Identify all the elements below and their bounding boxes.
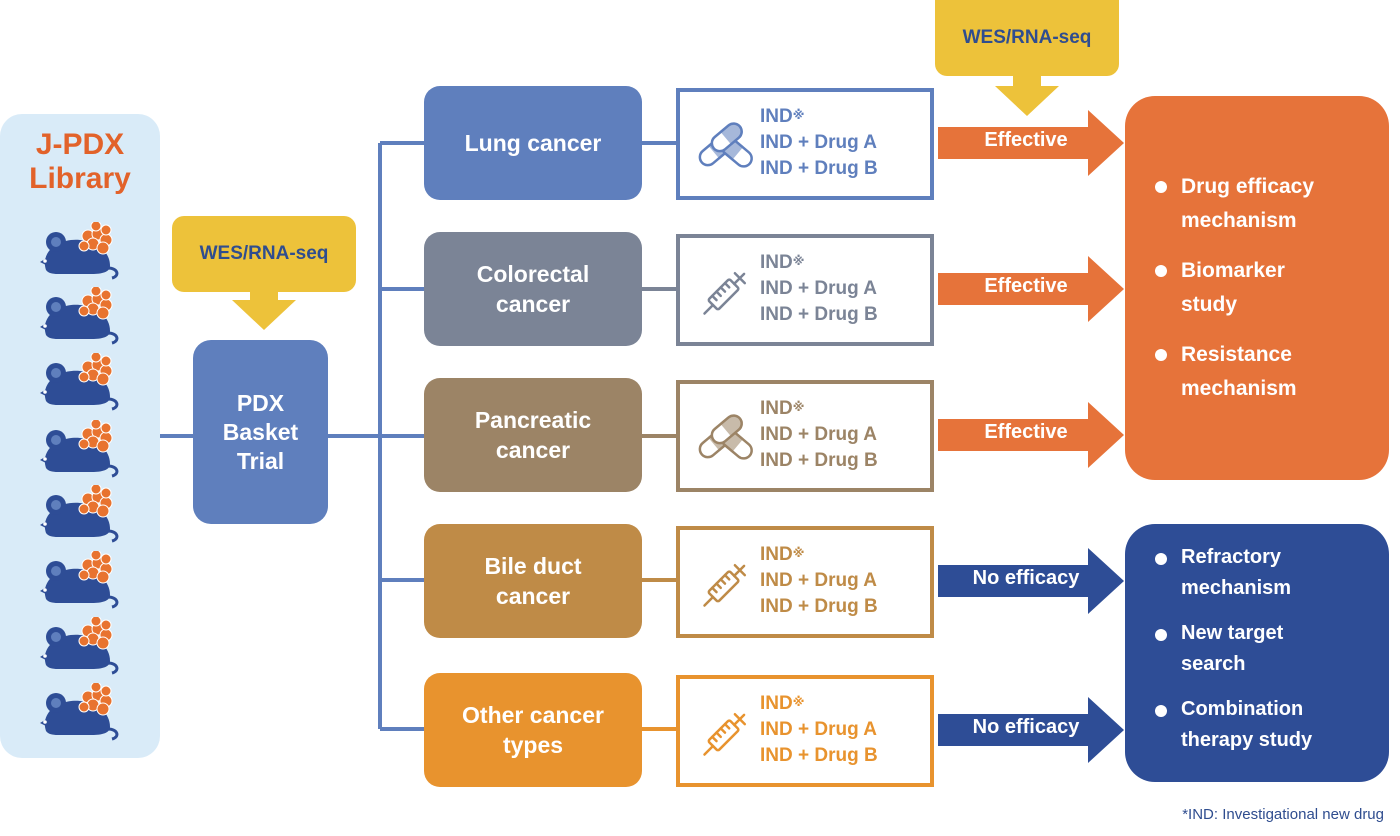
capsules-icon — [694, 118, 756, 176]
treatment-list: IND※ IND + Drug A IND + Drug B — [760, 691, 878, 769]
treatment-ind: IND※ — [760, 252, 805, 273]
cancer-box: Pancreatic cancer — [424, 378, 642, 492]
result-label: Effective — [984, 275, 1068, 297]
pdx-mouse-icon — [36, 351, 120, 411]
asterisk-mark: ※ — [792, 108, 805, 122]
treatment-ind: IND※ — [760, 398, 805, 419]
pdx-mouse-icon — [36, 285, 120, 345]
treatment-drug-a: IND + Drug A — [760, 132, 877, 153]
result-label: No efficacy — [972, 716, 1080, 738]
pdx-mouse-icon — [36, 220, 120, 280]
syringe-icon — [694, 556, 756, 614]
pdx-mouse-icon — [36, 418, 120, 478]
cancer-label-line2: cancer — [495, 291, 571, 317]
result-arrow: No efficacy — [938, 548, 1124, 614]
footnote: *IND: Investigational new drug — [1182, 806, 1384, 823]
cancer-label-line1: Lung cancer — [464, 130, 602, 156]
asterisk-mark: ※ — [792, 695, 805, 709]
treatment-drug-a: IND + Drug A — [760, 278, 877, 299]
treatment-drug-b: IND + Drug B — [760, 745, 878, 766]
treatment-drug-b: IND + Drug B — [760, 158, 878, 179]
result-label: Effective — [984, 421, 1068, 443]
pdx-mouse-icon — [36, 615, 120, 675]
treatment-list: IND※ IND + Drug A IND + Drug B — [760, 542, 878, 620]
bullet-icon — [1155, 181, 1167, 193]
result-arrow: Effective — [938, 402, 1124, 468]
cancer-label-line2: cancer — [495, 437, 571, 463]
bullet-icon — [1155, 705, 1167, 717]
bullet-icon — [1155, 265, 1167, 277]
asterisk-mark: ※ — [792, 546, 805, 560]
result-arrow: Effective — [938, 256, 1124, 322]
syringe-icon — [694, 264, 756, 322]
treatment-drug-b: IND + Drug B — [760, 596, 878, 617]
wes-arrow-stem — [250, 292, 278, 300]
capsules-icon — [694, 410, 756, 468]
treatment-drug-b: IND + Drug B — [760, 304, 878, 325]
arrow-right-icon — [938, 548, 1124, 614]
pdx-mouse-icon — [36, 681, 120, 741]
result-arrow: Effective — [938, 110, 1124, 176]
result-label: No efficacy — [972, 567, 1080, 589]
bullet-icon — [1155, 553, 1167, 565]
pdx-mouse-icon — [36, 549, 120, 609]
cancer-label-line2: cancer — [495, 583, 571, 609]
cancer-label-line1: Bile duct — [484, 553, 582, 579]
cancer-box: Bile duct cancer — [424, 524, 642, 638]
wes-rnaseq-label-top: WES/RNA-seq — [935, 0, 1119, 76]
treatment-list: IND※ IND + Drug A IND + Drug B — [760, 104, 878, 182]
arrow-right-icon — [938, 110, 1124, 176]
treatment-box: IND※ IND + Drug A IND + Drug B — [676, 675, 934, 787]
treatment-ind: IND※ — [760, 106, 805, 127]
treatment-box: IND※ IND + Drug A IND + Drug B — [676, 234, 934, 346]
bullet-icon — [1155, 629, 1167, 641]
cancer-label-line1: Other cancer — [462, 702, 604, 728]
result-arrow: No efficacy — [938, 697, 1124, 763]
syringe-icon — [694, 705, 756, 763]
wes-arrow-down-icon — [232, 300, 296, 330]
treatment-list: IND※ IND + Drug A IND + Drug B — [760, 250, 878, 328]
pdx-basket-trial-box: PDX Basket Trial — [193, 340, 328, 524]
cancer-box: Colorectal cancer — [424, 232, 642, 346]
treatment-box: IND※ IND + Drug A IND + Drug B — [676, 88, 934, 200]
cancer-box: Other cancer types — [424, 673, 642, 787]
bullet-icon — [1155, 349, 1167, 361]
arrow-right-icon — [938, 256, 1124, 322]
treatment-ind: IND※ — [760, 693, 805, 714]
wes-arrow-down-top-icon — [995, 86, 1059, 116]
arrow-right-icon — [938, 697, 1124, 763]
asterisk-mark: ※ — [792, 400, 805, 414]
treatment-box: IND※ IND + Drug A IND + Drug B — [676, 380, 934, 492]
treatment-box: IND※ IND + Drug A IND + Drug B — [676, 526, 934, 638]
treatment-drug-b: IND + Drug B — [760, 450, 878, 471]
arrow-right-icon — [938, 402, 1124, 468]
cancer-label-line1: Pancreatic — [474, 407, 592, 433]
cancer-label-line1: Colorectal — [476, 261, 590, 287]
wes-arrow-stem-top — [1013, 76, 1041, 86]
treatment-drug-a: IND + Drug A — [760, 424, 877, 445]
cancer-box: Lung cancer — [424, 86, 642, 200]
asterisk-mark: ※ — [792, 254, 805, 268]
cancer-label-line2: types — [502, 732, 564, 758]
wes-rnaseq-label: WES/RNA-seq — [172, 216, 356, 292]
library-title: J-PDX Library — [29, 128, 131, 195]
treatment-ind: IND※ — [760, 544, 805, 565]
result-label: Effective — [984, 129, 1068, 151]
treatment-drug-a: IND + Drug A — [760, 570, 877, 591]
pdx-mouse-icon — [36, 483, 120, 543]
treatment-drug-a: IND + Drug A — [760, 719, 877, 740]
treatment-list: IND※ IND + Drug A IND + Drug B — [760, 396, 878, 474]
